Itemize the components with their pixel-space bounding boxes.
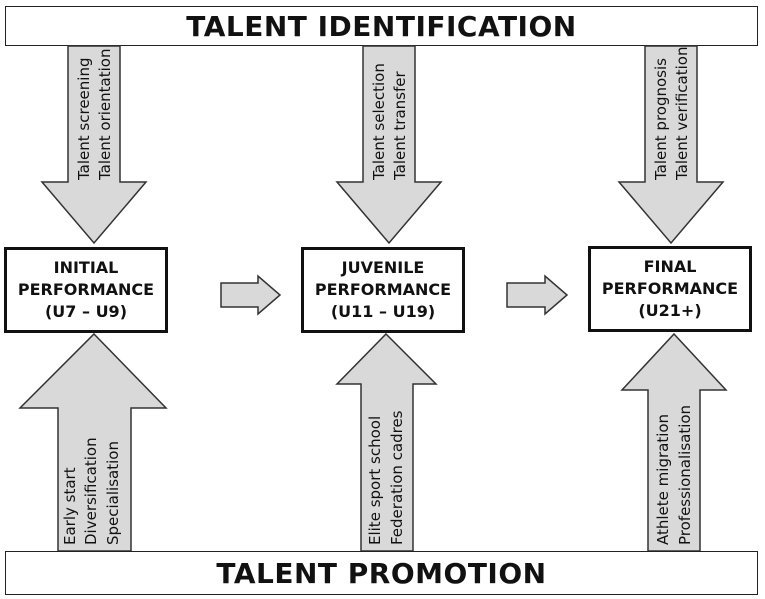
up-arrow-2-line-2: Federation cadres xyxy=(388,410,406,545)
stage-2-line-3: (U11 – U19) xyxy=(330,302,436,321)
stage-1-line-3: (U7 – U9) xyxy=(44,302,127,321)
up-arrow-1-line-1: Early start xyxy=(61,467,79,545)
right-arrow-1 xyxy=(220,274,282,316)
stage-final-performance: FINAL PERFORMANCE (U21+) xyxy=(588,246,752,332)
stage-juvenile-performance: JUVENILE PERFORMANCE (U11 – U19) xyxy=(301,247,465,333)
stage-3-line-3: (U21+) xyxy=(638,301,702,320)
stage-3-line-2: PERFORMANCE xyxy=(601,279,739,298)
stage-1-line-1: INITIAL xyxy=(53,258,119,277)
stage-initial-performance: INITIAL PERFORMANCE (U7 – U9) xyxy=(4,247,168,333)
stage-3-line-1: FINAL xyxy=(643,257,697,276)
down-arrow-1-line-2: Talent orientation xyxy=(96,49,114,181)
up-arrow-2: Elite sport school Federation cadres xyxy=(335,332,438,552)
up-arrow-3: Athlete migration Professionalisation xyxy=(620,332,728,552)
stage-2-line-2: PERFORMANCE xyxy=(314,280,452,299)
up-arrow-3-line-1: Athlete migration xyxy=(654,414,672,545)
stage-2-line-1: JUVENILE xyxy=(341,258,425,277)
stage-1-line-2: PERFORMANCE xyxy=(17,280,155,299)
down-arrow-1: Talent screening Talent orientation xyxy=(40,45,148,245)
down-arrow-3: Talent prognosis Talent verification xyxy=(617,45,725,245)
up-arrow-1-line-3: Specialisation xyxy=(104,441,122,545)
down-arrow-1-line-1: Talent screening xyxy=(75,58,93,181)
down-arrow-2-line-1: Talent selection xyxy=(370,63,388,181)
talent-identification-banner: TALENT IDENTIFICATION xyxy=(5,6,758,46)
right-arrow-2 xyxy=(506,274,569,316)
up-arrow-1-line-2: Diversification xyxy=(82,437,100,545)
up-arrow-1: Early start Diversification Specialisati… xyxy=(18,332,168,552)
up-arrow-3-line-2: Professionalisation xyxy=(676,405,694,545)
up-arrow-2-line-1: Elite sport school xyxy=(366,416,384,545)
down-arrow-3-line-2: Talent verification xyxy=(673,47,691,181)
down-arrow-2-line-2: Talent transfer xyxy=(391,71,409,181)
talent-promotion-banner: TALENT PROMOTION xyxy=(5,551,758,595)
down-arrow-2: Talent selection Talent transfer xyxy=(335,45,443,245)
down-arrow-3-line-1: Talent prognosis xyxy=(652,58,670,181)
